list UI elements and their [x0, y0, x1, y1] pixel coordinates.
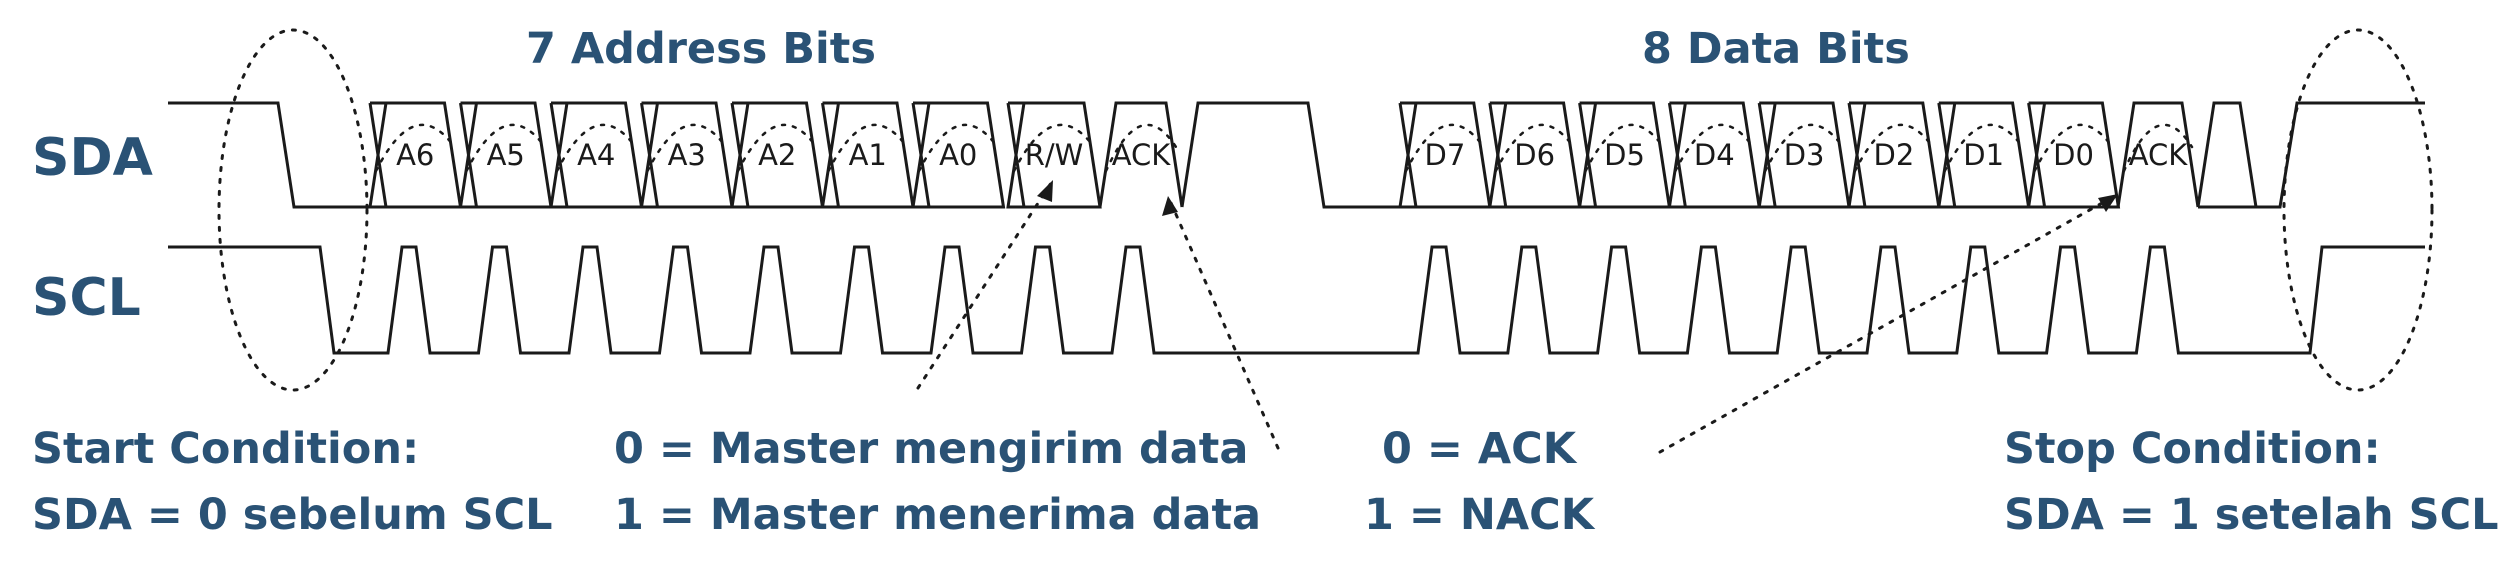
address-bit-a4-label: A4	[577, 138, 615, 172]
scl-waveform	[168, 245, 2425, 355]
address-bits-header: 7 Address Bits	[526, 24, 876, 74]
start-condition-desc: SDA = 0 sebelum SCL	[32, 490, 553, 540]
rw-arrowhead	[1037, 180, 1053, 202]
sda-line-middle	[1180, 101, 1400, 209]
data-bit-d6-label: D6	[1514, 138, 1555, 172]
address-bit-a2-label: A2	[758, 138, 796, 172]
data-bit-d3-label: D3	[1784, 138, 1825, 172]
address-bit-a1: A1	[820, 101, 915, 209]
data-bit-d1: D1	[1937, 101, 2031, 209]
data-bit-d6: D6	[1488, 101, 1582, 209]
ack-one-note: 1 = NACK	[1364, 490, 1595, 540]
rw-one-note: 1 = Master menerima data	[614, 490, 1262, 540]
sda-line-end	[2198, 101, 2425, 209]
data-bit-d7-label: D7	[1425, 138, 1466, 172]
data-bit-d1-label: D1	[1963, 138, 2004, 172]
annotation-overlay	[217, 28, 2434, 454]
data-ack-bit: ACK	[2116, 101, 2200, 208]
data-ack-pointer-line	[1658, 192, 2120, 454]
address-ack-bit: ACK	[1098, 101, 1184, 208]
sda-line-start	[168, 101, 370, 209]
rw-zero-note: 0 = Master mengirim data	[614, 424, 1249, 474]
stop-condition-title: Stop Condition:	[2004, 424, 2381, 474]
data-ack-bit-label: ACK	[2129, 138, 2189, 172]
data-ack-arrowhead	[2098, 194, 2118, 212]
address-bit-a6: A6	[368, 101, 463, 209]
data-bit-d5: D5	[1577, 101, 1672, 209]
address-bit-a4: A4	[549, 101, 644, 209]
start-condition-title: Start Condition:	[32, 424, 420, 474]
address-bit-a0: A0	[911, 101, 1006, 209]
data-bit-d4-label: D4	[1694, 138, 1735, 172]
start-condition-ellipse	[217, 28, 369, 392]
data-bit-d5-label: D5	[1604, 138, 1645, 172]
address-bit-a6-label: A6	[396, 138, 434, 172]
data-bits-header: 8 Data Bits	[1642, 24, 1910, 74]
data-bit-d2-label: D2	[1874, 138, 1915, 172]
scl-label: SCL	[32, 268, 141, 328]
address-bit-a2: A2	[730, 101, 825, 209]
address-ack-bit-label: ACK	[1112, 138, 1172, 172]
rw-pointer-line	[916, 178, 1055, 390]
address-bit-a3-label: A3	[668, 138, 706, 172]
stop-condition-desc: SDA = 1 setelah SCL	[2004, 490, 2499, 540]
data-bit-d2: D2	[1847, 101, 1941, 209]
arrowheads	[1037, 180, 2118, 216]
stop-condition-ellipse	[2282, 28, 2434, 392]
sda-line-stop-pulse	[2196, 101, 2258, 208]
ack-arrowhead	[1162, 196, 1178, 216]
data-bit-d3: D3	[1757, 101, 1851, 209]
address-bit-a5: A5	[458, 101, 553, 209]
data-bit-d4: D4	[1667, 101, 1761, 209]
data-bit-d0: D0	[2026, 101, 2121, 209]
sda-label: SDA	[32, 128, 153, 188]
address-bit-a0-label: A0	[939, 138, 977, 172]
rw-bit-label: R/W	[1025, 138, 1084, 172]
data-bit-d7: D7	[1398, 101, 1492, 209]
ack-pointer-line	[1166, 194, 1280, 450]
address-bit-a5-label: A5	[487, 138, 525, 172]
data-bit-d0-label: D0	[2053, 138, 2094, 172]
rw-bit: R/W	[1006, 101, 1102, 209]
address-bit-a1-label: A1	[849, 138, 887, 172]
address-bit-a3: A3	[639, 101, 734, 209]
sda-bit-cells: A6 A5 A4 A3 A2 A1 A0 R/W ACK D7 D6 D5 D4 D3 D2 D1 D0 ACK	[368, 101, 2200, 209]
ack-zero-note: 0 = ACK	[1382, 424, 1577, 474]
